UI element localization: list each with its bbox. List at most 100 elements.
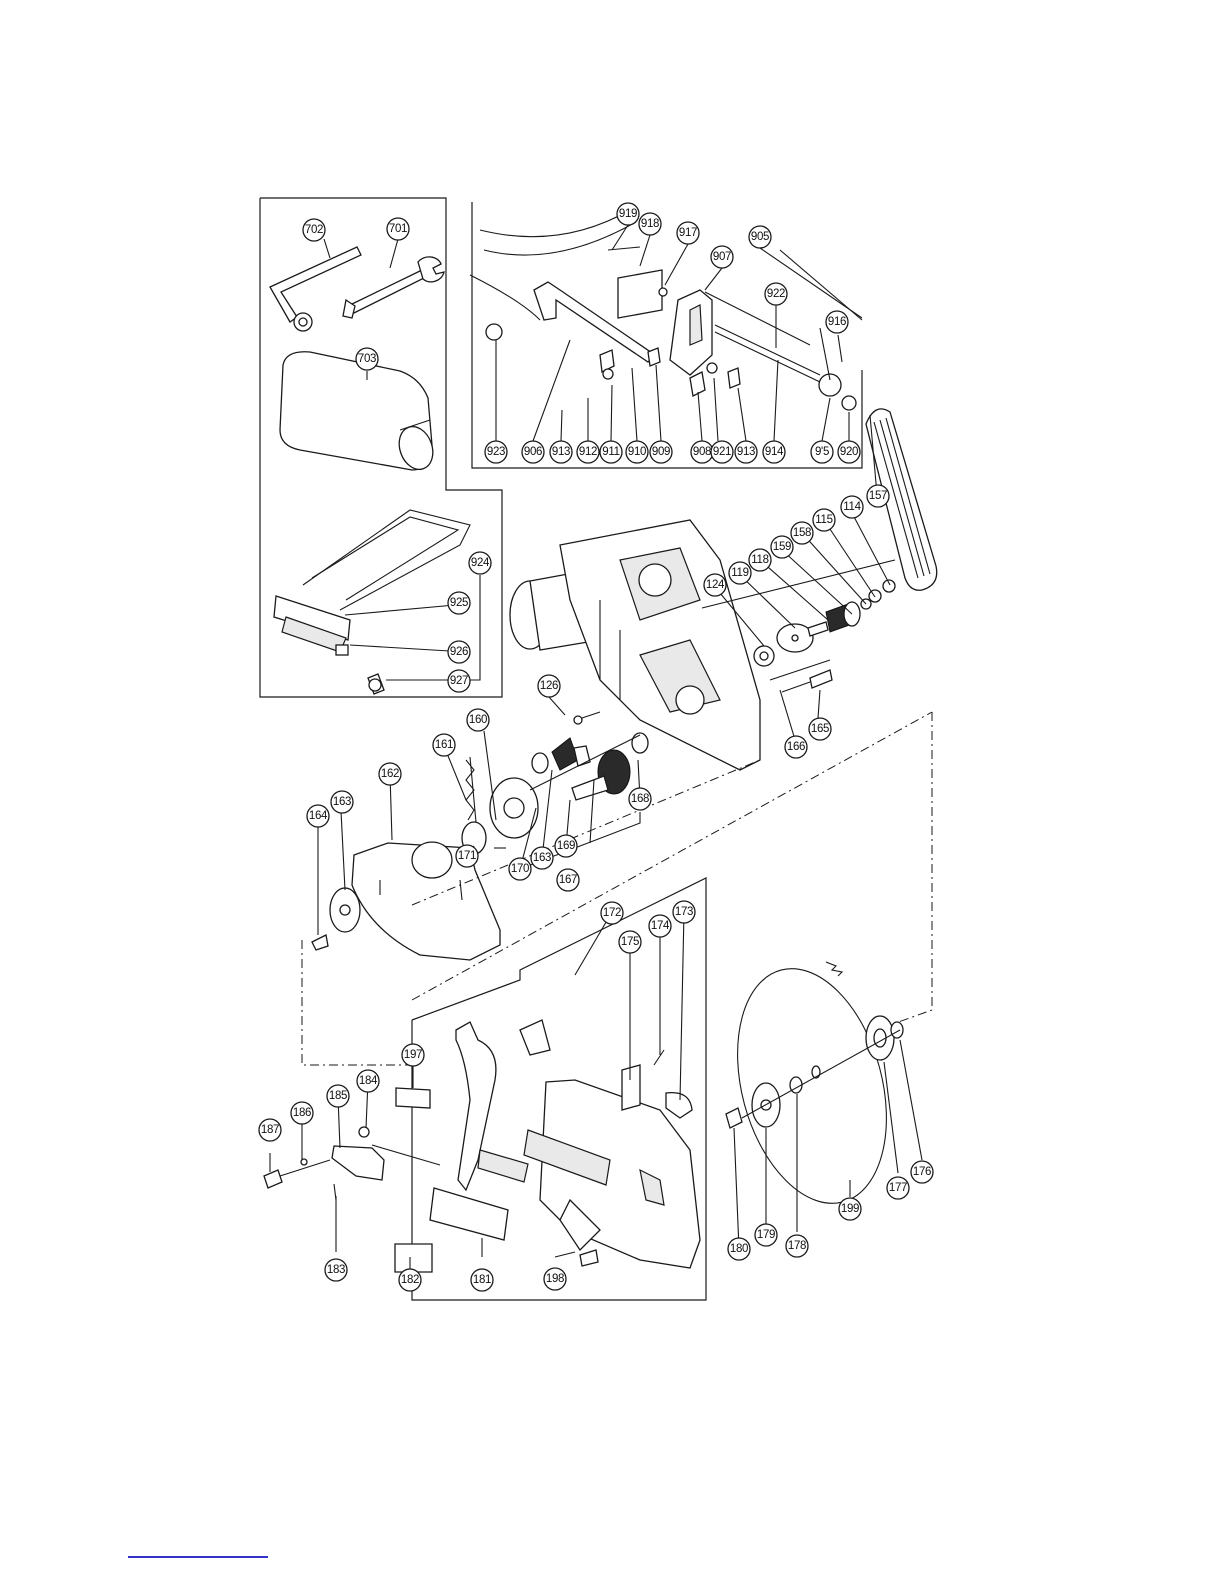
- callout-177: 177: [887, 1177, 909, 1199]
- callout-701: 701: [387, 218, 409, 240]
- svg-text:906: 906: [524, 446, 542, 458]
- svg-text:175: 175: [621, 936, 639, 948]
- svg-text:924: 924: [471, 557, 490, 569]
- svg-text:118: 118: [751, 554, 768, 566]
- callout-172: 172: [601, 902, 623, 924]
- callout-167: 167: [557, 869, 579, 891]
- callout-175: 175: [619, 931, 641, 953]
- callout-124: 124: [704, 574, 726, 596]
- svg-text:179: 179: [757, 1229, 775, 1241]
- svg-text:162: 162: [381, 768, 399, 780]
- svg-text:167: 167: [559, 874, 577, 886]
- callout-916: 916: [826, 311, 848, 333]
- svg-text:913: 913: [737, 446, 755, 458]
- svg-text:163: 163: [533, 852, 551, 864]
- callout-909: 909: [650, 441, 672, 463]
- callout-185: 185: [327, 1085, 349, 1107]
- callout-174: 174: [649, 915, 671, 937]
- gear-icon: [462, 733, 648, 854]
- svg-text:703: 703: [358, 353, 376, 365]
- svg-text:920: 920: [840, 446, 858, 458]
- callout-922: 922: [765, 283, 787, 305]
- callout-166: 166: [785, 736, 807, 758]
- svg-text:160: 160: [469, 714, 487, 726]
- callout-183: 183: [325, 1259, 347, 1281]
- svg-text:9'5: 9'5: [815, 446, 829, 458]
- svg-text:126: 126: [540, 680, 558, 692]
- handle-icon: [264, 1020, 700, 1272]
- callout-908: 908: [691, 441, 713, 463]
- svg-text:913: 913: [552, 446, 570, 458]
- callout-184: 184: [357, 1070, 379, 1092]
- callout-926: 926: [448, 641, 470, 663]
- callout-160: 160: [467, 709, 489, 731]
- callout-912: 912: [577, 441, 599, 463]
- svg-text:177: 177: [889, 1182, 907, 1194]
- svg-text:907: 907: [713, 251, 731, 263]
- svg-text:164: 164: [309, 810, 328, 822]
- callout-919: 919: [617, 203, 639, 225]
- svg-text:701: 701: [389, 223, 407, 235]
- svg-text:199: 199: [841, 1203, 859, 1215]
- svg-text:168: 168: [631, 793, 649, 805]
- svg-text:702: 702: [305, 224, 323, 236]
- svg-text:178: 178: [788, 1240, 806, 1252]
- svg-text:165: 165: [811, 723, 829, 735]
- callout-162: 162: [379, 763, 401, 785]
- callout-702: 702: [303, 219, 325, 241]
- svg-text:169: 169: [557, 840, 575, 852]
- svg-text:180: 180: [730, 1243, 748, 1255]
- hex-key-icon: [270, 247, 361, 331]
- callout-178: 178: [786, 1235, 808, 1257]
- svg-text:174: 174: [651, 920, 670, 932]
- saw-blade-icon: [713, 952, 910, 1220]
- callout-186: 186: [291, 1102, 313, 1124]
- svg-text:124: 124: [706, 579, 725, 591]
- arm-assembly-icon: [486, 247, 856, 410]
- svg-text:173: 173: [675, 906, 693, 918]
- callout-906: 906: [522, 441, 544, 463]
- svg-text:917: 917: [679, 227, 697, 239]
- clamp-icon: [274, 510, 470, 694]
- svg-text:182: 182: [401, 1274, 419, 1286]
- callout-169: 169: [555, 835, 577, 857]
- callout-925: 925: [448, 592, 470, 614]
- svg-text:197: 197: [404, 1049, 422, 1061]
- callout-910: 910: [626, 441, 648, 463]
- callout-920: 920: [838, 441, 860, 463]
- callout-198: 198: [544, 1268, 566, 1290]
- callout-164: 164: [307, 805, 329, 827]
- callout-173: 173: [673, 901, 695, 923]
- svg-text:166: 166: [787, 741, 805, 753]
- callout-126: 126: [538, 675, 560, 697]
- callout-918: 918: [639, 213, 661, 235]
- svg-text:115: 115: [815, 514, 832, 526]
- callout-197: 197: [402, 1044, 424, 1066]
- callout-170: 170: [509, 858, 531, 880]
- svg-text:911: 911: [602, 446, 619, 458]
- callout-157: 157: [867, 485, 889, 507]
- svg-text:183: 183: [327, 1264, 345, 1276]
- callout-168: 168: [629, 788, 651, 810]
- svg-text:159: 159: [773, 541, 791, 553]
- svg-text:171: 171: [458, 850, 476, 862]
- callout-921: 921: [711, 441, 733, 463]
- callout-119: 119: [729, 562, 751, 584]
- callout-911: 911: [600, 441, 622, 463]
- callout-115: 115: [813, 509, 835, 531]
- callout-914: 914: [763, 441, 785, 463]
- svg-text:186: 186: [293, 1107, 311, 1119]
- callout-923: 923: [485, 441, 507, 463]
- svg-text:921: 921: [713, 446, 731, 458]
- callout-187: 187: [259, 1119, 281, 1141]
- svg-text:926: 926: [450, 646, 468, 658]
- svg-text:157: 157: [869, 490, 887, 502]
- callout-179: 179: [755, 1224, 777, 1246]
- callout-924: 924: [469, 552, 491, 574]
- svg-text:914: 914: [765, 446, 784, 458]
- svg-text:912: 912: [579, 446, 597, 458]
- svg-text:925: 925: [450, 597, 468, 609]
- callout-703: 703: [356, 348, 378, 370]
- footer-link-underline[interactable]: [128, 1556, 268, 1558]
